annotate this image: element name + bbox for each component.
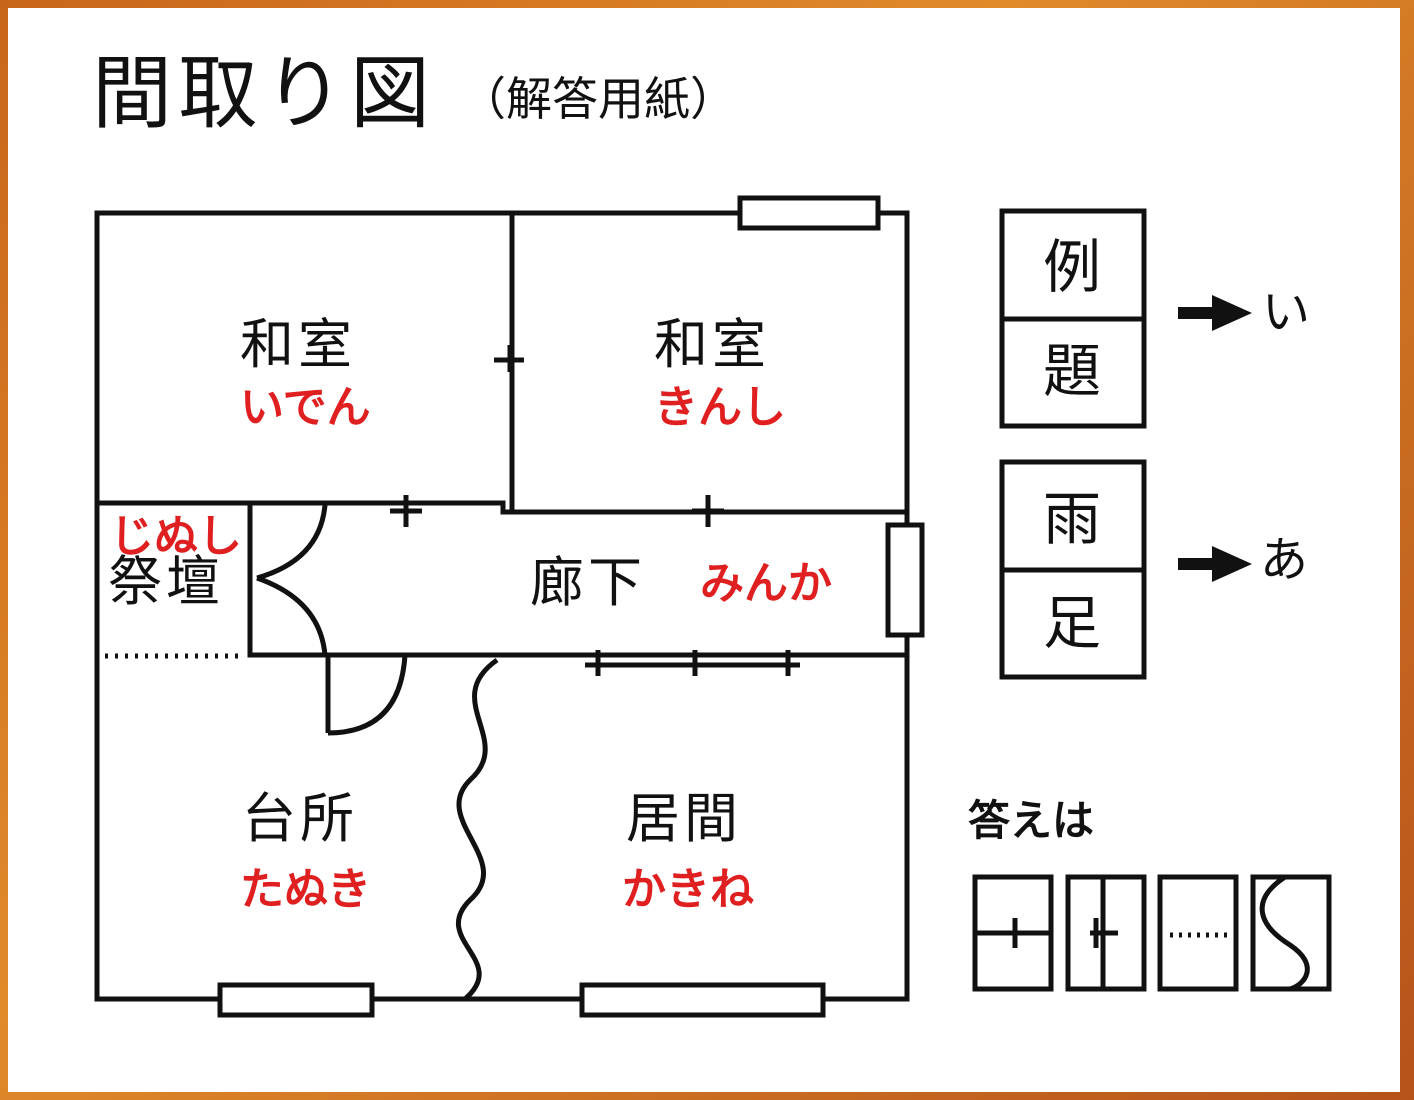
legend-example2-top: 雨	[1043, 485, 1102, 553]
answer-label: 答えは	[968, 796, 1095, 845]
answer-box-2	[1065, 874, 1147, 992]
legend-example2-result: あ	[1260, 532, 1309, 588]
room-saidan: 祭壇	[108, 550, 224, 613]
legend-example1-top: 例	[1043, 233, 1102, 301]
legend-example2-bottom: 足	[1043, 589, 1102, 657]
answer-washitsu-right: きんし	[654, 382, 786, 433]
room-rouka: 廊下	[530, 551, 646, 614]
page-title: 間取り図	[92, 47, 436, 140]
page-subtitle: （解答用紙）	[460, 72, 736, 126]
answer-daidokoro: たぬき	[240, 864, 372, 915]
legend-example1-bottom: 題	[1043, 337, 1102, 405]
room-washitsu-left: 和室	[240, 313, 356, 376]
legend-example1-result: い	[1262, 284, 1311, 340]
answer-box-3	[1157, 874, 1239, 992]
answer-saidan: じぬし	[110, 511, 242, 562]
answer-washitsu-left: いでん	[240, 382, 371, 433]
answer-ima: かきね	[622, 864, 754, 915]
answer-rouka: みんか	[700, 558, 832, 609]
worksheet	[8, 8, 1400, 1092]
room-daidokoro: 台所	[242, 787, 358, 850]
room-washitsu-right: 和室	[654, 313, 770, 376]
room-ima: 居間	[626, 787, 742, 850]
